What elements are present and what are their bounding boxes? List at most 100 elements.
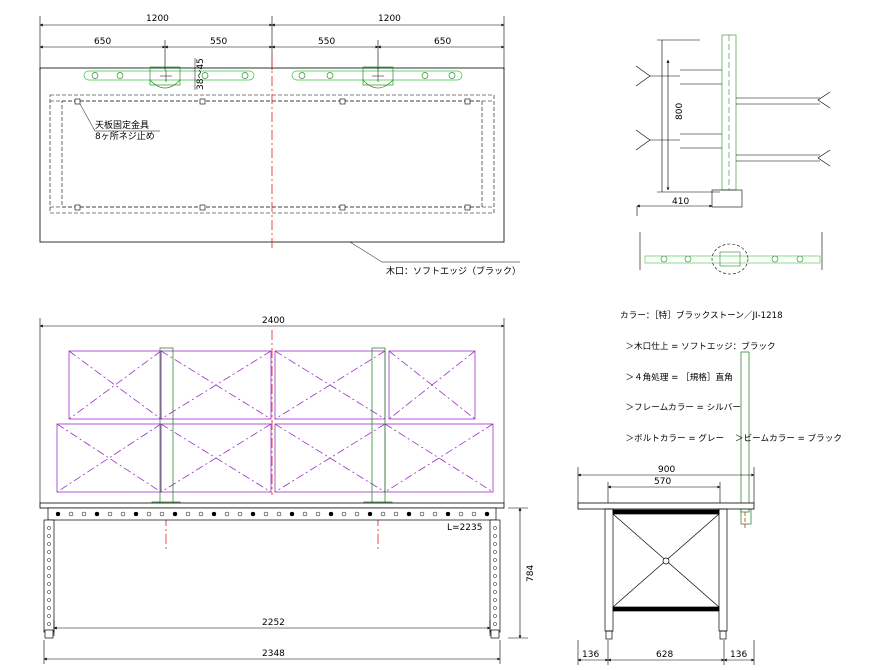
leg-hole xyxy=(493,590,497,594)
note-edge-finish: 木口：ソフトエッジ（ブラック） xyxy=(386,265,521,277)
panel-cross-line xyxy=(384,423,494,493)
beam-hole xyxy=(406,511,412,517)
panel-cross-line xyxy=(56,423,162,493)
leg-hole xyxy=(47,566,51,570)
dim-beam-length: L=2235 xyxy=(447,523,482,533)
beam-hole xyxy=(419,511,425,517)
side-tabletop xyxy=(577,502,755,510)
panel-rails xyxy=(83,66,463,89)
beam-hole xyxy=(68,511,74,517)
leg-hole xyxy=(493,614,497,618)
panel-cross-line xyxy=(160,423,272,493)
dim-plan-left-1200: 1200 xyxy=(146,14,169,24)
front-center-lines xyxy=(165,330,379,550)
beam-hole xyxy=(471,511,477,517)
screen-panel xyxy=(160,350,272,420)
dim-plan-550-left: 550 xyxy=(210,37,227,47)
dim-plan-550-right: 550 xyxy=(318,37,335,47)
spec-corner: ＞４角処理 = ［規格］直角 xyxy=(620,372,733,383)
clamp-marks xyxy=(160,58,384,90)
side-frame xyxy=(604,508,728,640)
panel-cross-line xyxy=(274,350,386,420)
beam-hole xyxy=(107,511,113,517)
leg-hole xyxy=(493,558,497,562)
panel-cross-line xyxy=(68,350,162,420)
beam-hole xyxy=(211,511,217,517)
dim-clamp-range: 38〜45 xyxy=(196,58,206,90)
leg-hole xyxy=(47,526,51,530)
beam-hole xyxy=(445,511,451,517)
leg-hole xyxy=(493,534,497,538)
leg-hole xyxy=(47,590,51,594)
beam-hole xyxy=(237,511,243,517)
beam-hole xyxy=(328,511,334,517)
panel-cross-line xyxy=(384,423,494,493)
screen-panel xyxy=(160,423,272,493)
beam-hole xyxy=(432,511,438,517)
beam-hole xyxy=(458,511,464,517)
beam-hole xyxy=(81,511,87,517)
front-view: 2400 L=2235 xyxy=(39,316,536,664)
leg-hole xyxy=(47,598,51,602)
leg-hole xyxy=(47,534,51,538)
panel-cross-line xyxy=(274,423,386,493)
leg-hole xyxy=(493,606,497,610)
panel-cross-line xyxy=(388,350,476,420)
dim-side-right-overhang: 136 xyxy=(730,650,747,660)
dim-front-height: 784 xyxy=(526,565,536,582)
beam-hole xyxy=(263,511,269,517)
leg-hole xyxy=(493,550,497,554)
leg-hole xyxy=(47,622,51,626)
beam-hole xyxy=(302,511,308,517)
leg-hole xyxy=(47,614,51,618)
front-beam xyxy=(47,507,497,521)
spec-color: カラー：［特］ブラックストーン／JI-1218 xyxy=(620,311,783,322)
beam-holes xyxy=(55,511,490,517)
beam-hole xyxy=(120,511,126,517)
leg-holes xyxy=(47,526,497,626)
beam-hole xyxy=(94,511,100,517)
beam-hole xyxy=(315,511,321,517)
spec-bolt-beam-color: ＞ボルトカラー = グレー ＞ビームカラー = ブラック xyxy=(620,433,842,444)
note-screw-fix: 8ヶ所ネジ止め xyxy=(95,130,155,142)
leg-hole xyxy=(47,542,51,546)
dim-side-leg-span: 628 xyxy=(656,650,673,660)
dim-plan-650-left: 650 xyxy=(94,37,111,47)
leg-hole xyxy=(493,574,497,578)
beam-hole xyxy=(224,511,230,517)
spec-notes: カラー：［特］ブラックストーン／JI-1218 ＞木口仕上 = ソフトエッジ：ブ… xyxy=(620,291,842,454)
dim-plan-650-right: 650 xyxy=(434,37,451,47)
leg-hole xyxy=(47,550,51,554)
beam-hole xyxy=(393,511,399,517)
leg-hole xyxy=(47,582,51,586)
beam-hole xyxy=(367,511,373,517)
beam-hole xyxy=(276,511,282,517)
leg-hole xyxy=(493,582,497,586)
beam-hole xyxy=(354,511,360,517)
leg-hole xyxy=(493,622,497,626)
dim-inner-width: 2252 xyxy=(262,618,285,628)
leg-hole xyxy=(47,606,51,610)
panel-cross-line xyxy=(160,350,272,420)
beam-hole xyxy=(159,511,165,517)
leg-hole xyxy=(493,542,497,546)
dim-side-depth: 900 xyxy=(658,465,675,475)
leg-hole xyxy=(493,598,497,602)
beam-hole xyxy=(55,511,61,517)
beam-hole xyxy=(133,511,139,517)
panel-cross-line xyxy=(68,350,162,420)
beam-hole xyxy=(250,511,256,517)
leg-hole xyxy=(47,558,51,562)
leg-hole xyxy=(493,526,497,530)
leg-hole xyxy=(47,574,51,578)
beam-hole xyxy=(380,511,386,517)
dim-front-width: 2400 xyxy=(262,316,285,326)
plan-view: 1200 1200 650 550 550 650 xyxy=(39,14,521,277)
dim-plan-right-1200: 1200 xyxy=(378,14,401,24)
leg-hole xyxy=(493,566,497,570)
spec-edge-finish: ＞木口仕上 = ソフトエッジ：ブラック xyxy=(620,342,776,353)
fixing-brackets xyxy=(74,98,471,211)
spec-frame-color: ＞フレームカラー = シルバー xyxy=(620,403,741,414)
front-tabletop xyxy=(39,502,505,509)
dim-outer-width: 2348 xyxy=(262,649,285,659)
